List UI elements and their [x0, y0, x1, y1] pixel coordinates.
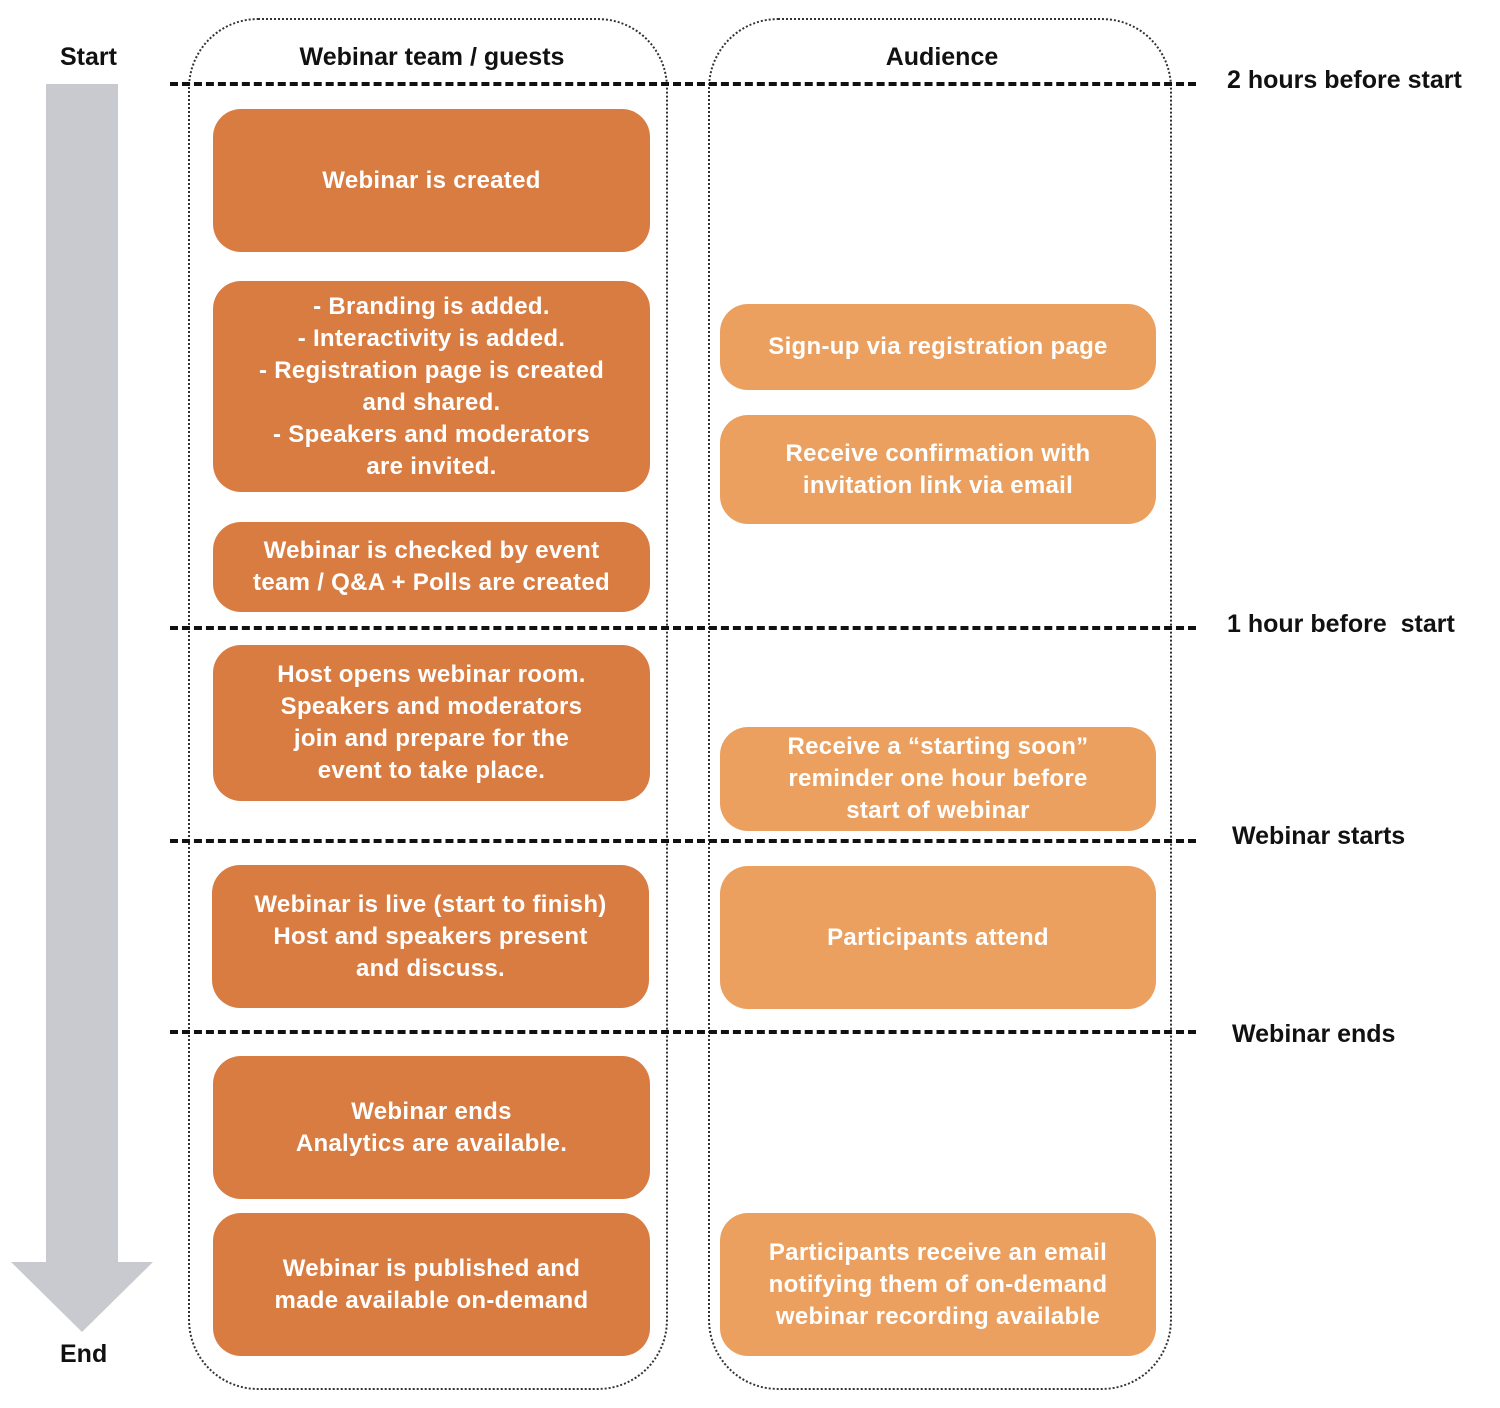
team-step-webinar-ends: Webinar ends Analytics are available.: [213, 1056, 650, 1199]
team-step-setup: - Branding is added. - Interactivity is …: [213, 281, 650, 492]
team-lane: [188, 18, 668, 1390]
team-lane-title: Webinar team / guests: [299, 43, 565, 71]
milestone-label-webinar-starts: Webinar starts: [1232, 822, 1406, 850]
audience-lane: [708, 18, 1172, 1390]
milestone-line-2h: [170, 82, 1196, 86]
milestone-label-2h: 2 hours before start: [1227, 66, 1462, 94]
milestone-line-start: [170, 839, 1196, 843]
team-step-published: Webinar is published and made available …: [213, 1213, 650, 1356]
milestone-label-webinar-ends: Webinar ends: [1232, 1020, 1396, 1048]
audience-lane-title: Audience: [885, 43, 999, 71]
timeline-start-label: Start: [60, 43, 117, 71]
team-step-host-opens-room: Host opens webinar room. Speakers and mo…: [213, 645, 650, 801]
team-step-webinar-created: Webinar is created: [213, 109, 650, 252]
audience-step-sign-up: Sign-up via registration page: [720, 304, 1156, 390]
timeline-arrow-head: [11, 1262, 153, 1332]
audience-step-attend: Participants attend: [720, 866, 1156, 1009]
audience-step-recording-email: Participants receive an email notifying …: [720, 1213, 1156, 1356]
milestone-line-end: [170, 1030, 1196, 1034]
audience-step-confirmation: Receive confirmation with invitation lin…: [720, 415, 1156, 524]
timeline-end-label: End: [60, 1340, 108, 1368]
audience-step-reminder: Receive a “starting soon” reminder one h…: [720, 727, 1156, 831]
timeline-arrow-shaft: [46, 84, 118, 1264]
milestone-line-1h: [170, 626, 1196, 630]
team-step-checked: Webinar is checked by event team / Q&A +…: [213, 522, 650, 612]
team-step-webinar-live: Webinar is live (start to finish) Host a…: [212, 865, 649, 1008]
milestone-label-1h: 1 hour before start: [1227, 610, 1455, 638]
